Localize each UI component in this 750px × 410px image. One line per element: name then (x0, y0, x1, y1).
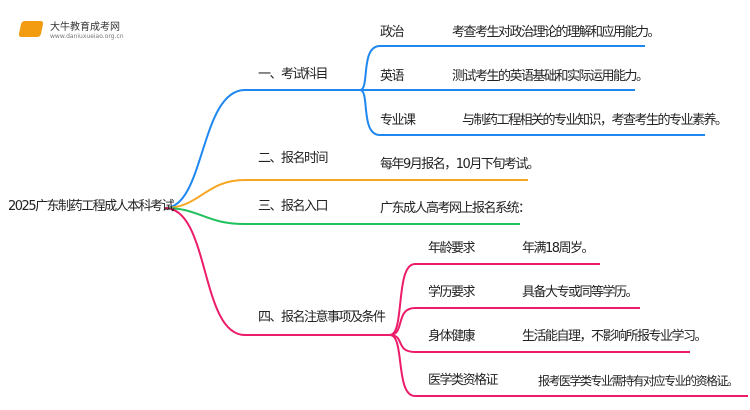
branch-line-1 (164, 89, 360, 209)
logo-name: 大牛教育成考网 (50, 22, 120, 33)
branch-line-3 (164, 207, 520, 225)
cond-edu-desc: 具备大专或同等学历。 (522, 285, 639, 300)
subject-english-desc: 测试考生的英语基础和实际运用能力。 (452, 69, 649, 84)
subject-politics: 政治 (380, 25, 405, 40)
book-icon (18, 21, 44, 37)
subject-major: 专业课 (380, 113, 416, 128)
branch-line-2 (164, 179, 528, 209)
cond-cert: 医学类资格证 (428, 373, 499, 388)
branch-reg-entry: 三、报名入口 (258, 199, 329, 214)
sub-line-major (359, 89, 705, 136)
subject-politics-desc: 考查考生对政治理论的理解和应用能力。 (452, 25, 661, 40)
sub-line-edu (389, 307, 640, 336)
subject-english: 英语 (380, 69, 405, 84)
logo: 大牛教育成考网 www.daniuxueiao.org.cn (18, 18, 124, 40)
cond-edu: 学历要求 (428, 285, 476, 300)
branch-line-4 (164, 207, 390, 336)
root-node: 2025广东制药工程成人本科考试 (8, 199, 175, 214)
cond-age-desc: 年满18周岁。 (522, 241, 595, 256)
branch-conditions: 四、报名注意事项及条件 (258, 310, 386, 325)
cond-health: 身体健康 (428, 329, 476, 344)
branch-exam-subjects: 一、考试科目 (258, 67, 329, 82)
cond-health-desc: 生活能自理，不影响所报专业学习。 (522, 329, 708, 344)
reg-time-text: 每年9月报名，10月下旬考试。 (380, 157, 540, 172)
subject-major-desc: 与制药工程相关的专业知识，考查考生的专业素养。 (462, 113, 728, 128)
cond-age: 年龄要求 (428, 241, 476, 256)
cond-cert-desc: 报考医学类专业需持有对应专业的资格证。 (538, 374, 739, 388)
sub-line-cert (389, 334, 748, 397)
reg-entry-text: 广东成人高考网上报名系统： (380, 201, 531, 216)
logo-url: www.daniuxueiao.org.cn (50, 33, 124, 40)
sub-line-age (389, 263, 600, 336)
sub-line-politics (359, 45, 645, 91)
branch-reg-time: 二、报名时间 (258, 151, 329, 166)
